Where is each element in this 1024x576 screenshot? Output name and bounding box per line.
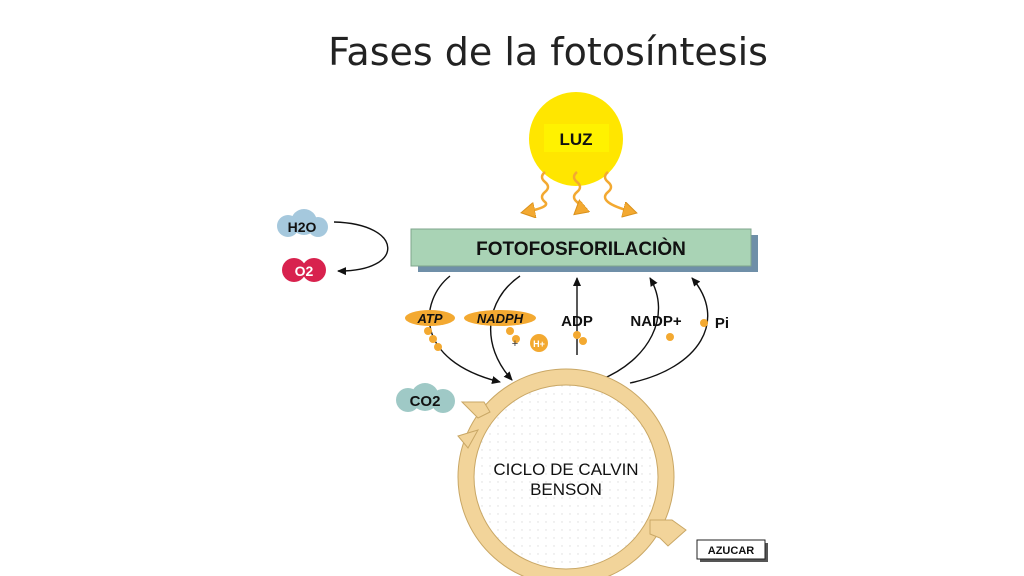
arrow-from-pi (629, 277, 709, 384)
sun: LUZ (529, 92, 623, 186)
adp-molecule: ADP (561, 313, 593, 345)
atp-label: ATP (416, 311, 442, 326)
pi-label: Pi (715, 315, 729, 332)
co2-label: CO2 (410, 393, 441, 410)
light-ray (572, 171, 580, 212)
co2-molecule: CO2 (396, 383, 455, 413)
pi-molecule: Pi (700, 315, 729, 332)
sugar-label: AZUCAR (708, 545, 754, 557)
cycle-arrow-head (457, 429, 480, 449)
adp-label: ADP (561, 313, 593, 330)
fotofosforilacion-bar: FOTOFOSFORILACIÒN (410, 228, 758, 272)
nadp-label: NADP+ (630, 313, 682, 330)
atp-molecule: ATP (405, 310, 455, 351)
nadph-molecule: NADPH + H+ (464, 310, 548, 352)
water-oxygen-arrow (333, 221, 389, 276)
arrow-to-atp (428, 275, 501, 384)
sugar-output: AZUCAR (696, 539, 768, 562)
arrow-to-nadph (490, 275, 521, 381)
cycle-interior (460, 371, 672, 576)
cycle-label-line1: CICLO DE CALVIN (493, 460, 638, 479)
light-rays (525, 171, 633, 212)
calvin-cycle: CICLO DE CALVIN BENSON (457, 368, 687, 576)
oxygen-molecule: O2 (282, 258, 326, 282)
cycle-label-line2: BENSON (530, 480, 602, 499)
nadph-label: NADPH (477, 311, 524, 326)
water-molecule: H2O (277, 209, 328, 237)
sugar-output-arrow (649, 519, 687, 547)
bar-label: FOTOFOSFORILACIÒN (476, 238, 686, 260)
co2-entry-arrow (460, 401, 491, 419)
sun-label-box (544, 124, 609, 152)
light-ray (603, 171, 633, 212)
reactant-arrows (573, 277, 709, 384)
cycle-ring (458, 369, 674, 576)
light-ray (525, 171, 550, 212)
water-label: H2O (288, 219, 317, 235)
sugar-box (696, 539, 766, 560)
sun-label: LUZ (559, 130, 592, 149)
page-title: Fases de la fotosíntesis (328, 30, 768, 74)
bar-body (410, 228, 752, 267)
h-plus-label: H+ (533, 339, 545, 349)
oxygen-label: O2 (295, 263, 314, 279)
plus-sign: + (512, 338, 518, 350)
product-arrows (428, 275, 521, 384)
nadp-molecule: NADP+ (630, 313, 682, 341)
arrow-from-nadp (599, 277, 660, 381)
